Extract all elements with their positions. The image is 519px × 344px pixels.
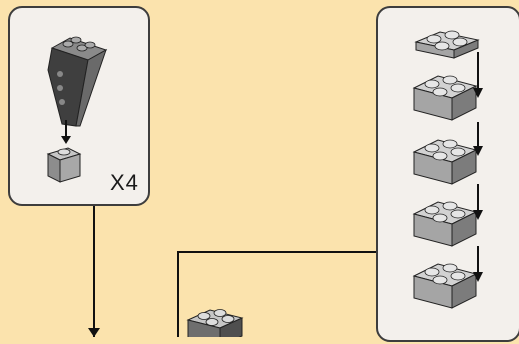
brick-2x2-icon [413, 139, 477, 185]
stack-assembly-illustration [413, 30, 483, 309]
brick-2x2-icon [413, 263, 477, 309]
brick-2x2-icon [413, 75, 477, 121]
plate-2x2-icon [415, 30, 479, 59]
sub-assembly-illustration [46, 36, 108, 183]
arrow-down-icon [473, 184, 483, 220]
arrow-down-icon [473, 122, 483, 156]
sub-assembly-panel: X4 [8, 6, 150, 206]
connector-lines [88, 206, 377, 337]
plate-1x1-icon [46, 147, 82, 183]
slope-brick-icon [47, 36, 108, 127]
arrow-down-icon [473, 52, 483, 98]
brick-2x2-icon [186, 309, 244, 337]
arrow-down-icon [61, 120, 71, 144]
arrow-down-icon [473, 246, 483, 282]
stack-assembly-panel [376, 6, 519, 342]
quantity-label: X4 [110, 170, 139, 195]
brick-2x2-icon [413, 201, 477, 247]
